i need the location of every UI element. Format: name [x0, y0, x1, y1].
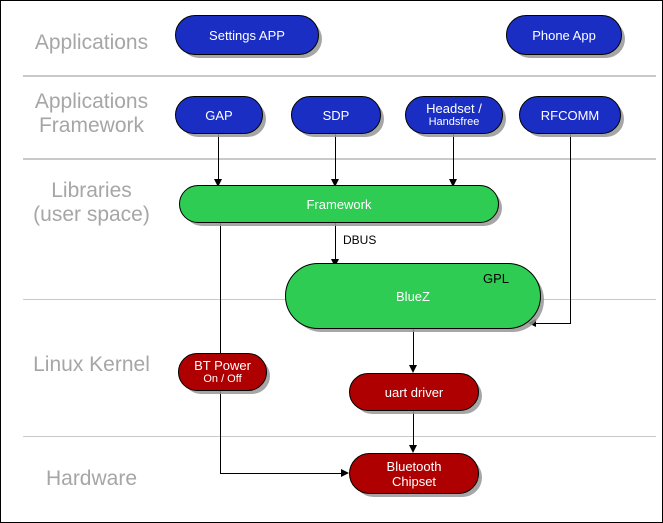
- layer-label-libraries: Libraries (user space): [33, 179, 150, 226]
- edge-rfcomm-to-bluez-arrow: [528, 319, 536, 327]
- layer-label-applications-framework: Applications Framework: [34, 90, 149, 137]
- edge-sdp-to-framework-line: [335, 134, 336, 183]
- node-settings-app[interactable]: Settings APP: [175, 15, 319, 55]
- edge-uart-to-chipset-line: [413, 411, 414, 449]
- node-bluetooth-chipset-sublabel: Chipset: [391, 473, 437, 489]
- edge-gap-to-framework-line: [218, 134, 219, 183]
- node-headset-handsfree-label: Headset /: [426, 101, 482, 116]
- node-uart-driver[interactable]: uart driver: [349, 373, 479, 411]
- node-bt-power[interactable]: BT Power On / Off: [178, 353, 267, 391]
- edge-bluez-to-uart-arrow: [409, 365, 417, 373]
- layer-label-hardware: Hardware: [45, 467, 138, 490]
- node-bluez[interactable]: BlueZ: [285, 263, 541, 329]
- node-uart-driver-label: uart driver: [384, 384, 444, 400]
- node-bt-power-sublabel: On / Off: [203, 373, 242, 385]
- edge-sdp-to-framework-arrow: [331, 179, 339, 187]
- edge-headset-to-framework-arrow: [449, 179, 457, 187]
- node-framework-label: Framework: [306, 196, 372, 212]
- node-bluetooth-chipset-label: Bluetooth: [386, 458, 442, 474]
- node-framework[interactable]: Framework: [179, 185, 499, 223]
- node-rfcomm-label: RFCOMM: [540, 107, 600, 123]
- node-gap[interactable]: GAP: [175, 96, 263, 134]
- divider-applications: [23, 75, 656, 77]
- node-headset-handsfree[interactable]: Headset / Handsfree: [405, 96, 503, 134]
- layer-label-applications: Applications: [34, 31, 149, 54]
- node-headset-handsfree-sublabel: Handsfree: [428, 116, 480, 128]
- node-phone-app-label: Phone App: [532, 27, 596, 43]
- node-phone-app[interactable]: Phone App: [506, 15, 622, 55]
- node-bt-power-label: BT Power: [194, 358, 251, 373]
- node-sdp-label: SDP: [322, 107, 350, 123]
- edge-rfcomm-to-bluez-hline: [535, 323, 571, 324]
- edge-gap-to-framework-arrow: [214, 179, 222, 187]
- edge-gap-to-chipset-vline: [220, 223, 221, 474]
- edge-label-dbus: DBUS: [343, 233, 377, 247]
- divider-app-framework: [23, 158, 656, 160]
- edge-rfcomm-to-bluez-vline: [570, 134, 571, 324]
- node-settings-app-label: Settings APP: [209, 27, 285, 43]
- layer-label-linux-kernel: Linux Kernel: [33, 353, 150, 376]
- edge-gap-to-chipset-hline: [220, 473, 345, 474]
- divider-linux-kernel: [23, 436, 656, 437]
- edge-headset-to-framework-line: [453, 134, 454, 183]
- node-bluetooth-chipset[interactable]: Bluetooth Chipset: [349, 453, 479, 494]
- edge-uart-to-chipset-arrow: [409, 445, 417, 453]
- node-bluez-gpl-badge: GPL: [483, 271, 510, 286]
- node-sdp[interactable]: SDP: [291, 96, 381, 134]
- node-gap-label: GAP: [205, 107, 233, 123]
- node-rfcomm[interactable]: RFCOMM: [519, 96, 621, 134]
- edge-gap-to-chipset-arrow: [341, 469, 349, 477]
- node-bluez-label: BlueZ: [396, 288, 430, 304]
- edge-framework-to-bluez-line: [335, 223, 336, 265]
- edge-bluez-to-uart-line: [413, 329, 414, 367]
